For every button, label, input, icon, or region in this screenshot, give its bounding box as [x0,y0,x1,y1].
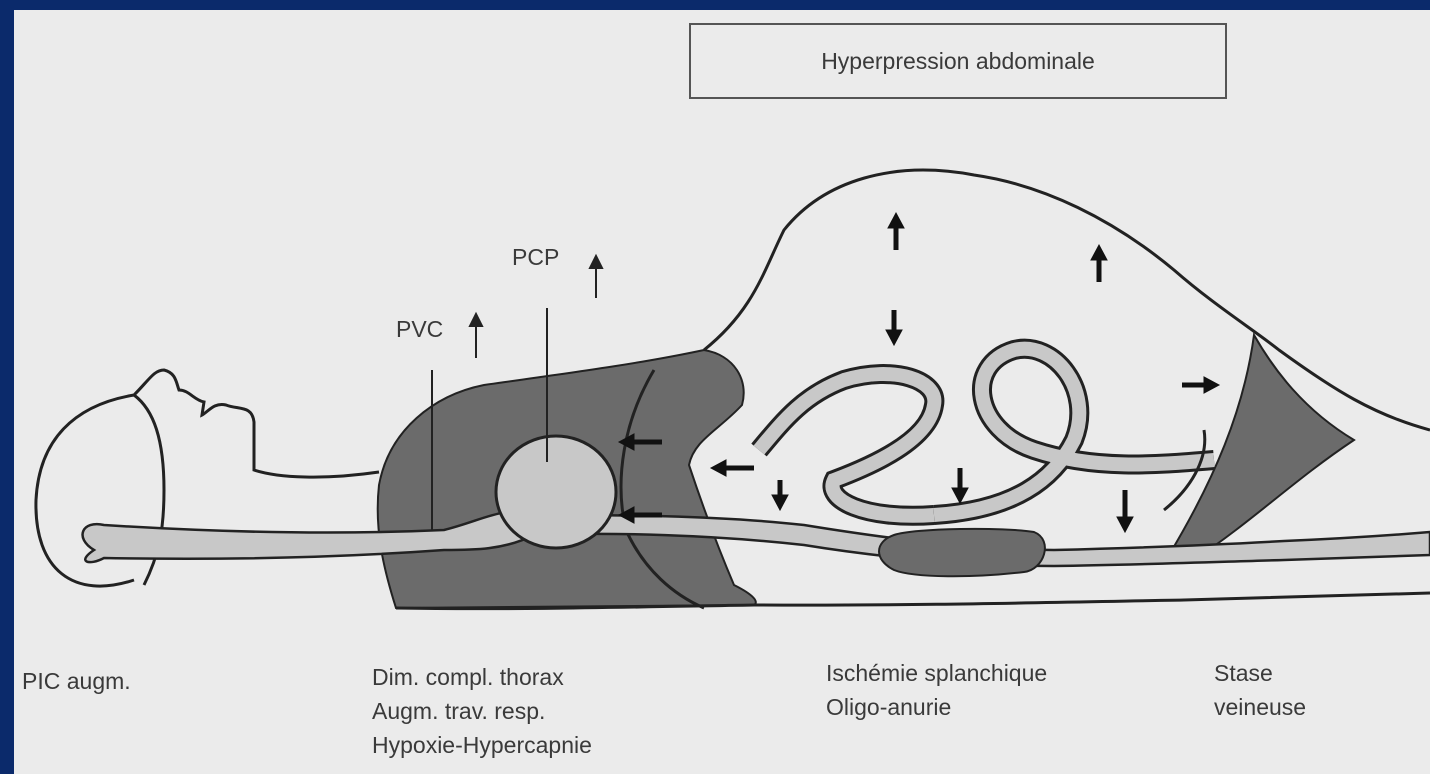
col-stase: Stase veineuse [1214,656,1306,724]
pelvic-region [1169,335,1354,560]
arrow-down-4 [1117,490,1133,532]
col-stase-line-1: Stase [1214,656,1306,690]
arrow-left-1 [711,460,754,476]
arrow-right-1 [1182,377,1219,393]
arrow-down-1 [886,310,902,345]
col-thorax-line-2: Augm. trav. resp. [372,694,592,728]
col-pic: PIC augm. [22,664,131,698]
pcp-up-arrow [590,256,602,298]
arrow-down-3 [952,468,968,503]
col-thorax-line-3: Hypoxie-Hypercapnie [372,728,592,762]
col-pic-line-1: PIC augm. [22,664,131,698]
col-stase-line-2: veineuse [1214,690,1306,724]
pvc-label: PVC [396,312,443,346]
col-splanchnic: Ischémie splanchique Oligo-anurie [826,656,1047,724]
col-thorax-line-1: Dim. compl. thorax [372,660,592,694]
arrow-up-1 [888,213,904,250]
heart [496,436,616,548]
pvc-up-arrow [470,314,482,358]
pcp-label: PCP [512,240,559,274]
diagram-canvas: Hyperpression abdominale [14,10,1430,774]
arrow-up-2 [1091,245,1107,282]
col-splanchnic-line-1: Ischémie splanchique [826,656,1047,690]
kidney [879,529,1045,576]
col-splanchnic-line-2: Oligo-anurie [826,690,1047,724]
col-thorax: Dim. compl. thorax Augm. trav. resp. Hyp… [372,660,592,762]
arrow-down-2 [772,480,788,510]
